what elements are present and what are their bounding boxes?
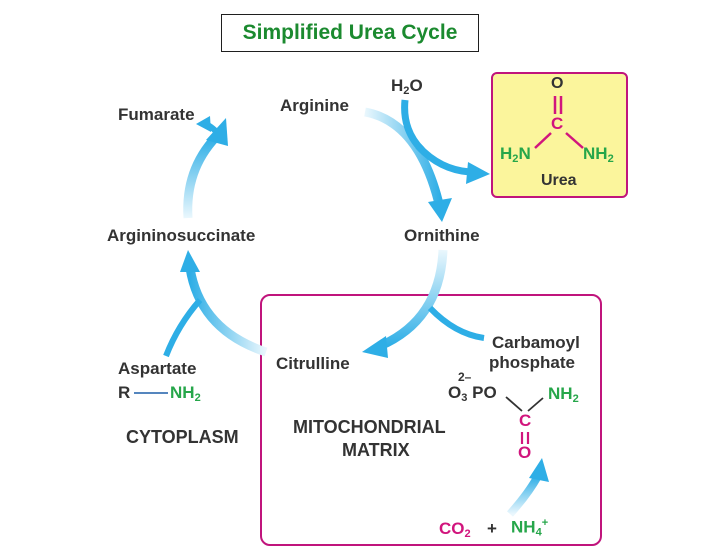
carbamoyl-phosphate-group: O3 PO — [448, 383, 497, 404]
carbamoyl-carbon: C — [519, 411, 532, 430]
arrow-inputs-to-carbamoyl — [507, 474, 542, 517]
label-aspartate: Aspartate — [118, 359, 197, 378]
label-argininosuccinate: Argininosuccinate — [107, 226, 256, 245]
arrowhead-to-argininosuccinate — [180, 250, 200, 272]
diagram-title: Simplified Urea Cycle — [221, 14, 479, 52]
arrowhead-to-urea — [466, 162, 490, 184]
carbamoyl-bond-right — [527, 397, 544, 412]
label-arginine: Arginine — [280, 96, 349, 115]
carbamoyl-charge: 2– — [458, 370, 472, 384]
arrow-carbamoyl-in — [427, 305, 485, 341]
plus-sign: + — [487, 519, 497, 538]
aspartate-amine: NH2 — [170, 383, 201, 404]
matrix-label-line2: MATRIX — [342, 440, 410, 460]
urea-label: Urea — [541, 172, 577, 189]
label-fumarate: Fumarate — [118, 105, 195, 124]
arrowhead-to-fumarate — [196, 116, 211, 132]
carbamoyl-bond-left — [505, 396, 523, 412]
matrix-label-line1: MITOCHONDRIAL — [293, 417, 446, 437]
arrow-argininosuccinate-to-arginine — [183, 133, 220, 219]
carbamoyl-oxygen: O — [518, 443, 532, 462]
label-carbamoyl: Carbamoyl — [492, 333, 580, 352]
ammonium-label: NH4+ — [511, 517, 549, 539]
urea-left-amine: H2N — [500, 144, 531, 165]
urea-box — [491, 72, 628, 198]
arrowhead-to-ornithine — [428, 198, 452, 222]
aspartate-r: R — [118, 383, 131, 402]
arrowhead-to-carbamoyl — [529, 458, 549, 482]
cytoplasm-label: CYTOPLASM — [126, 427, 239, 447]
label-ornithine: Ornithine — [404, 226, 480, 245]
arrow-urea-out — [415, 143, 471, 176]
urea-bond-right — [565, 132, 584, 149]
arrow-citrulline-to-argininosuccinate — [185, 267, 268, 357]
arrow-ornithine-to-citrulline — [378, 249, 448, 351]
urea-right-amine: NH2 — [583, 144, 614, 165]
co2-label: CO2 — [439, 519, 471, 540]
water-label: H2O — [391, 76, 423, 97]
arrowhead-to-citrulline — [362, 336, 388, 358]
urea-bond-left — [534, 132, 552, 149]
label-citrulline: Citrulline — [276, 354, 350, 373]
urea-oxygen: O — [551, 75, 564, 92]
urea-carbon: C — [551, 114, 564, 133]
carbamoyl-amine: NH2 — [548, 384, 579, 405]
arrow-aspartate-in — [163, 298, 203, 358]
label-phosphate: phosphate — [489, 353, 575, 372]
